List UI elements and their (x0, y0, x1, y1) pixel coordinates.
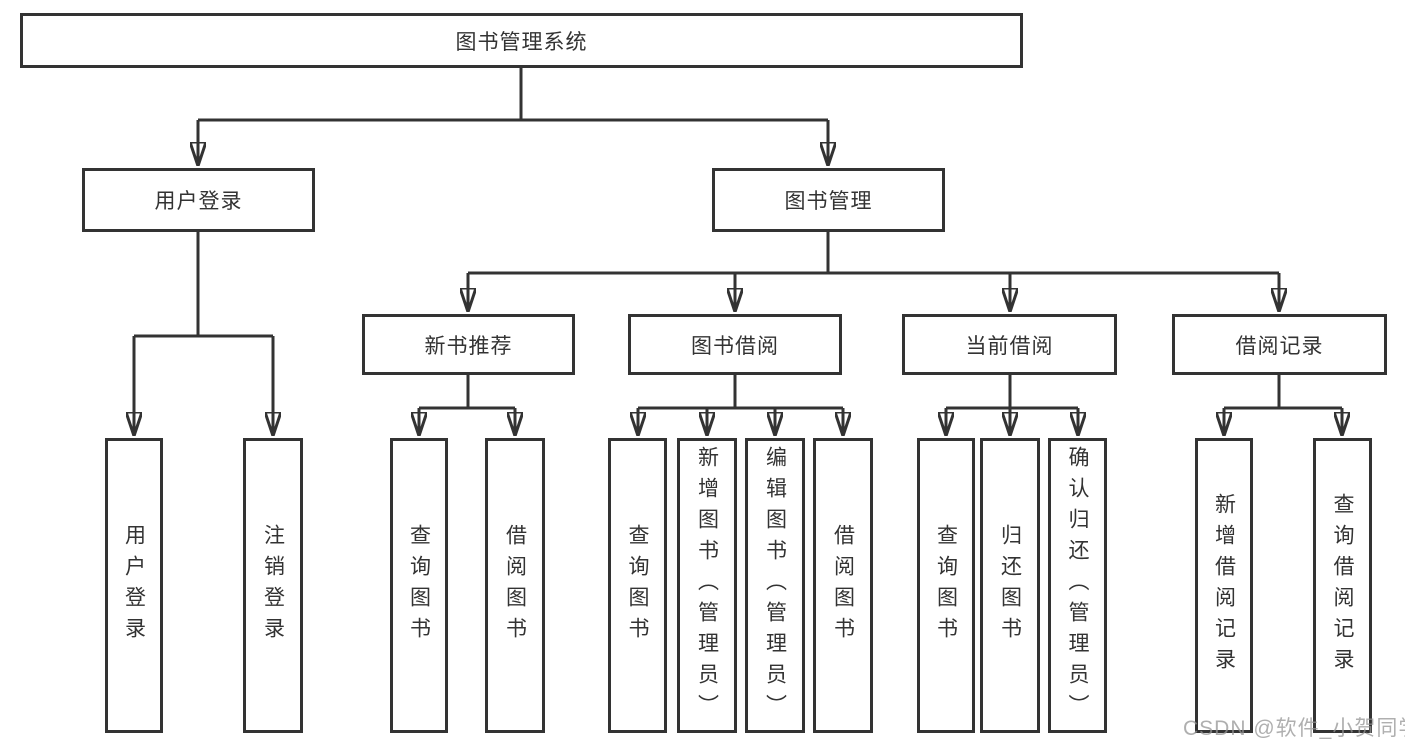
node-borrow-record: 借阅记录 (1172, 314, 1387, 375)
node-new-book-recommend: 新书推荐 (362, 314, 575, 375)
node-query-books-current: 查询图书 (917, 438, 975, 733)
connector-new-book-recommend-to-leaves (419, 375, 515, 436)
connector-user-login-to-leaves (134, 232, 273, 436)
node-edit-books-admin: 编辑图书（管理员） (745, 438, 805, 733)
node-query-books-borrow: 查询图书 (608, 438, 667, 733)
leaf-label: 查询图书 (934, 523, 958, 648)
leaf-label: 新增图书（管理员） (695, 446, 719, 725)
node-logout-leaf: 注销登录 (243, 438, 303, 733)
node-root: 图书管理系统 (20, 13, 1023, 68)
node-user-login-leaf: 用户登录 (105, 438, 163, 733)
node-borrow-books-borrow: 借阅图书 (813, 438, 873, 733)
leaf-label: 借阅图书 (503, 523, 527, 648)
node-book-management-branch: 图书管理 (712, 168, 945, 232)
leaf-label: 查询图书 (626, 523, 649, 648)
node-user-login-branch: 用户登录 (82, 168, 315, 232)
node-query-books-recommend: 查询图书 (390, 438, 448, 733)
node-query-borrow-record: 查询借阅记录 (1313, 438, 1372, 733)
connector-current-borrow-to-leaves (946, 375, 1078, 436)
node-borrow-books-recommend: 借阅图书 (485, 438, 545, 733)
node-add-books-admin: 新增图书（管理员） (677, 438, 737, 733)
node-book-borrow: 图书借阅 (628, 314, 842, 375)
connector-root-to-branches (198, 68, 828, 166)
node-return-books: 归还图书 (980, 438, 1040, 733)
leaf-label: 新增借阅记录 (1212, 492, 1236, 679)
connector-borrow-record-to-leaves (1224, 375, 1342, 436)
csdn-watermark: CSDN @软件_小贺同学 (1183, 717, 1405, 740)
leaf-label: 查询图书 (407, 523, 431, 648)
node-confirm-return-admin: 确认归还（管理员） (1048, 438, 1107, 733)
leaf-label: 编辑图书（管理员） (763, 446, 787, 725)
leaf-label: 借阅图书 (831, 523, 855, 648)
node-current-borrow: 当前借阅 (902, 314, 1117, 375)
leaf-label: 注销登录 (261, 523, 285, 648)
connector-book-borrow-to-leaves (638, 375, 843, 436)
leaf-label: 归还图书 (998, 523, 1022, 648)
node-add-borrow-record: 新增借阅记录 (1195, 438, 1253, 733)
leaf-label: 用户登录 (122, 523, 146, 648)
leaf-label: 确认归还（管理员） (1066, 446, 1089, 725)
connector-book-management-to-modules (468, 232, 1279, 312)
leaf-label: 查询借阅记录 (1331, 492, 1354, 679)
